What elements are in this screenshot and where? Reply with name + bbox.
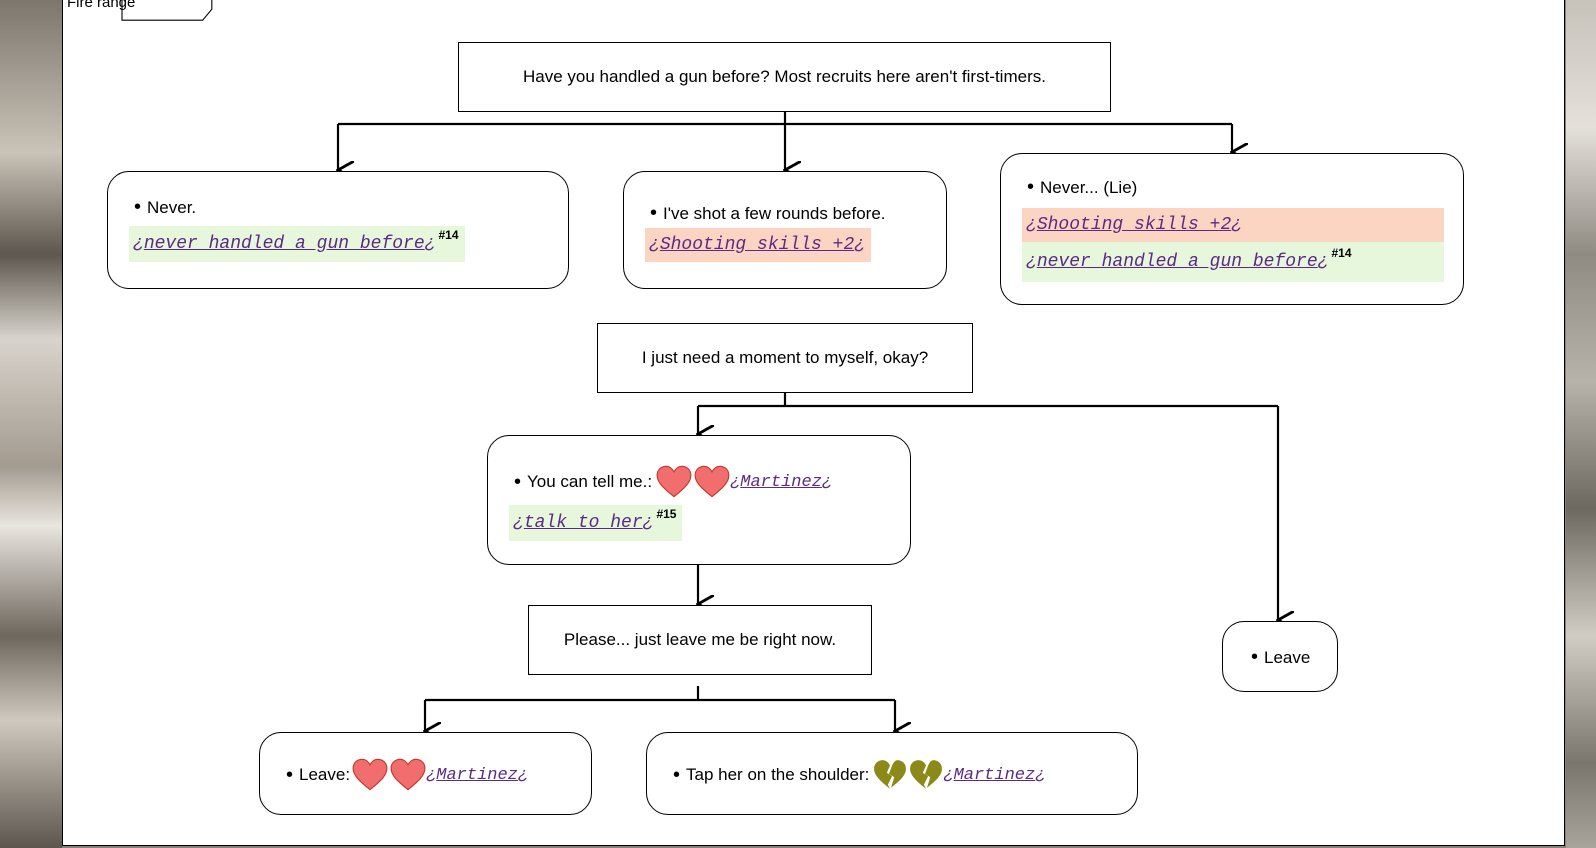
tag-link[interactable]: never handled a gun before <box>1036 252 1318 272</box>
answer-text-line: I've shot a few rounds before. <box>650 202 886 225</box>
answer-text-line: Tap her on the shoulder: ¿Martinez¿ <box>673 757 1045 793</box>
character-name[interactable]: Martinez <box>740 472 822 492</box>
answer-text-line: Never... (Lie) <box>1027 176 1137 199</box>
frame-title-tab <box>121 0 213 21</box>
answer-text: Never. <box>147 197 197 217</box>
tag-close-marker: ¿ <box>821 472 833 492</box>
tag-ref: #15 <box>656 507 677 521</box>
answer-node-leave: Leave <box>1222 621 1338 692</box>
tag-talk-to-her[interactable]: ¿talk to her¿#15 <box>509 505 683 541</box>
answer-node-shot-rounds: I've shot a few rounds before. ¿Shooting… <box>623 171 947 289</box>
answer-node-never: Never. ¿never handled a gun before¿#14 <box>107 171 569 289</box>
answer-text: I've shot a few rounds before. <box>663 203 886 223</box>
answer-text-line: Leave <box>1251 646 1310 669</box>
frame-title: Fire range <box>67 0 136 11</box>
question-node-2: I just need a moment to myself, okay? <box>597 323 973 393</box>
tag-link[interactable]: talk to her <box>523 513 643 533</box>
answer-text: Leave <box>1264 647 1311 667</box>
character-link-martinez[interactable]: ¿Martinez¿ <box>943 766 1045 785</box>
question-text: I just need a moment to myself, okay? <box>641 348 929 367</box>
question-text: Have you handled a gun before? Most recr… <box>523 67 1046 86</box>
tag-open-marker: ¿ <box>426 765 437 785</box>
tag-open-marker: ¿ <box>943 765 954 785</box>
tag-link[interactable]: Shooting skills +2 <box>1036 215 1232 235</box>
answer-text-line: Leave: ¿Martinez¿ <box>286 757 528 793</box>
broken-heart-icon <box>910 760 943 789</box>
tag-close-marker: ¿ <box>1231 215 1243 235</box>
heart-icon <box>390 758 426 791</box>
tag-link[interactable]: never handled a gun before <box>143 234 425 254</box>
heart-icon <box>694 465 730 498</box>
tag-ref: #14 <box>1331 246 1352 260</box>
character-name[interactable]: Martinez <box>436 765 518 785</box>
answer-text: Tap her on the shoulder: <box>686 765 870 784</box>
heart-icon <box>352 758 388 791</box>
question-node-3: Please... just leave me be right now. <box>528 605 872 675</box>
character-link-martinez[interactable]: ¿Martinez¿ <box>426 766 528 785</box>
diagram-frame: Fire range <box>62 0 1565 846</box>
tag-close-marker: ¿ <box>1035 765 1046 785</box>
question-text: Please... just leave me be right now. <box>563 630 837 649</box>
tag-never-handled-gun[interactable]: ¿never handled a gun before¿#14 <box>1022 242 1444 282</box>
tag-open-marker: ¿ <box>1026 215 1037 235</box>
answer-text-line: Never. <box>134 196 196 219</box>
answer-text: You can tell me.: <box>527 472 653 491</box>
question-node-1: Have you handled a gun before? Most recr… <box>458 42 1111 112</box>
tag-close-marker: ¿ <box>424 234 436 254</box>
answer-text-line: You can tell me.: ¿Martinez¿ <box>514 464 832 500</box>
tag-close-marker: ¿ <box>517 765 529 785</box>
answer-node-leave-martinez: Leave: ¿Martinez¿ <box>259 732 592 815</box>
answer-node-never-lie: Never... (Lie) ¿Shooting skills +2¿ ¿nev… <box>1000 153 1464 305</box>
tag-open-marker: ¿ <box>649 235 660 255</box>
broken-heart-icon <box>874 760 907 789</box>
tag-never-handled-gun[interactable]: ¿never handled a gun before¿#14 <box>129 226 465 262</box>
tag-open-marker: ¿ <box>513 513 524 533</box>
answer-node-tell-me: You can tell me.: ¿Martinez¿ ¿talk to he… <box>487 435 911 565</box>
tag-open-marker: ¿ <box>1026 252 1037 272</box>
answer-node-tap-shoulder: Tap her on the shoulder: ¿Martinez¿ <box>646 732 1138 815</box>
character-link-martinez[interactable]: ¿Martinez¿ <box>730 473 832 492</box>
heart-icon <box>656 465 692 498</box>
tag-shooting-skills[interactable]: ¿Shooting skills +2¿ <box>1022 208 1444 242</box>
tag-open-marker: ¿ <box>730 472 741 492</box>
tag-ref: #14 <box>438 228 459 242</box>
answer-text: Leave: <box>299 765 351 784</box>
answer-text: Never... (Lie) <box>1040 177 1138 197</box>
background-image-left <box>0 0 62 848</box>
tag-shooting-skills[interactable]: ¿Shooting skills +2¿ <box>645 228 872 262</box>
background-image-right <box>1566 0 1596 848</box>
tag-link[interactable]: Shooting skills +2 <box>659 235 855 255</box>
tag-open-marker: ¿ <box>133 234 144 254</box>
tag-close-marker: ¿ <box>1317 252 1329 272</box>
character-name[interactable]: Martinez <box>953 765 1036 785</box>
tag-close-marker: ¿ <box>854 235 866 255</box>
tag-close-marker: ¿ <box>642 513 654 533</box>
